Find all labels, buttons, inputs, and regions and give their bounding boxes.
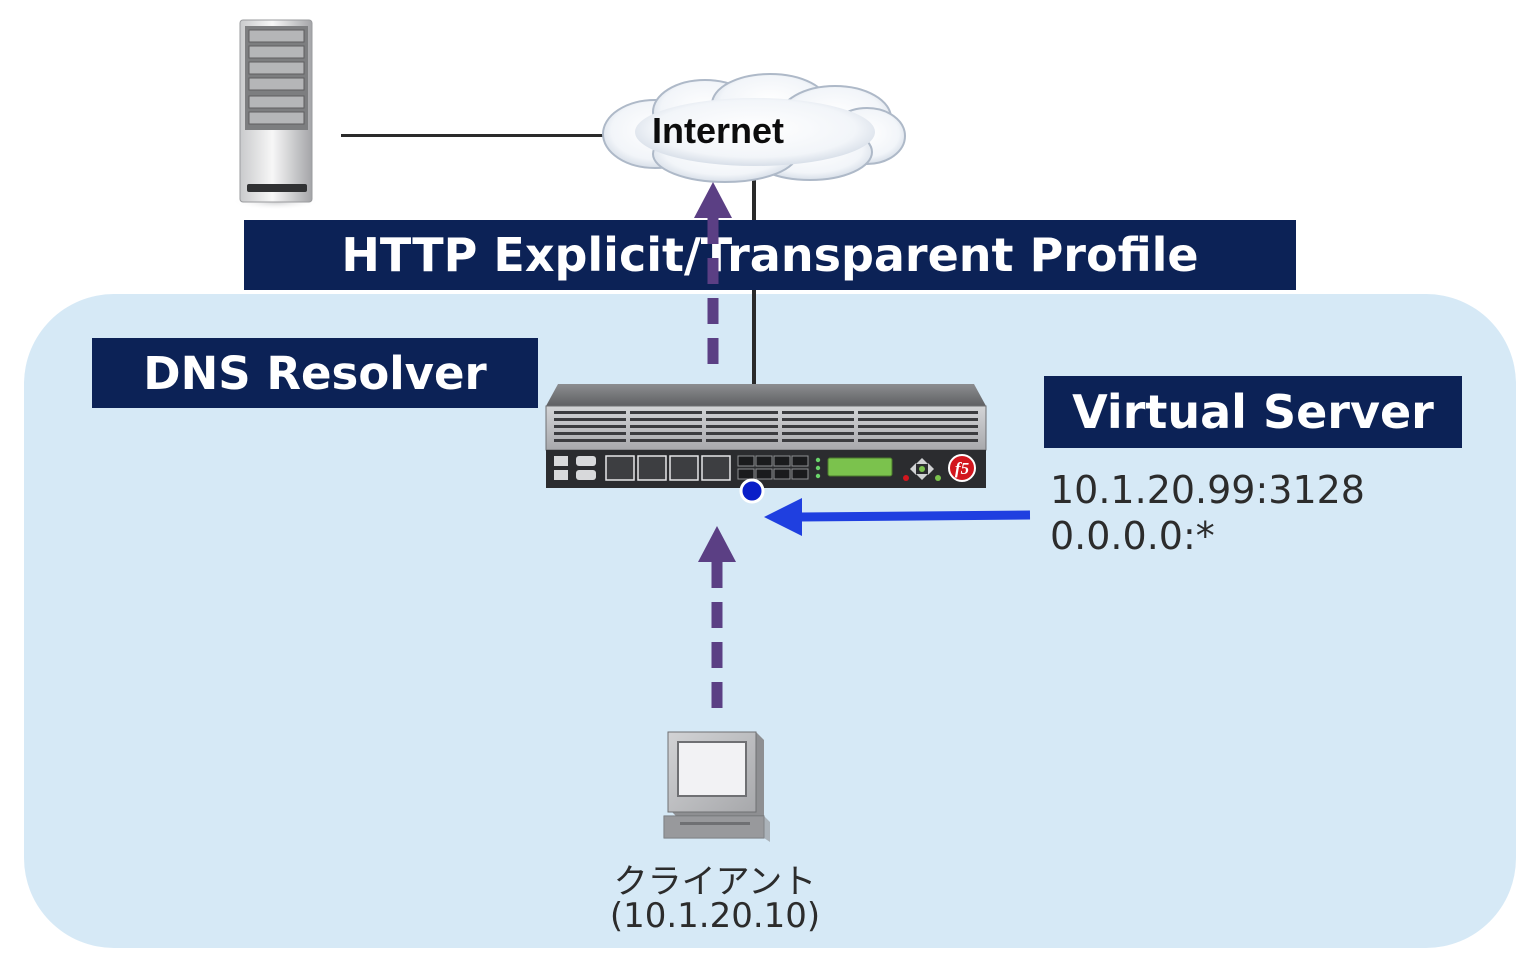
appliance-to-internet-arrow [694,182,732,366]
cloud-label: Internet [651,110,784,151]
vs-address-wildcard: 0.0.0.0:* [1050,514,1215,558]
dns-resolver-banner: DNS Resolver [92,338,538,408]
vs-address-primary: 10.1.20.99:3128 [1050,468,1365,512]
http-profile-banner: HTTP Explicit/Transparent Profile [244,220,1296,290]
client-computer-icon [663,731,770,842]
virtual-server-banner: Virtual Server [1044,376,1462,448]
client-ip-label: (10.1.20.10) [609,896,821,936]
virtual-server-arrow [764,498,1031,536]
cloud-icon [602,73,906,183]
server-internet-link [341,134,613,137]
server-icon [232,19,320,210]
appliance-icon: f5 [545,384,987,488]
listener-dot-icon [739,478,765,504]
client-name-label: クライアント [613,862,817,902]
client-to-appliance-arrow [698,526,736,712]
svg-text:f5: f5 [955,459,970,478]
